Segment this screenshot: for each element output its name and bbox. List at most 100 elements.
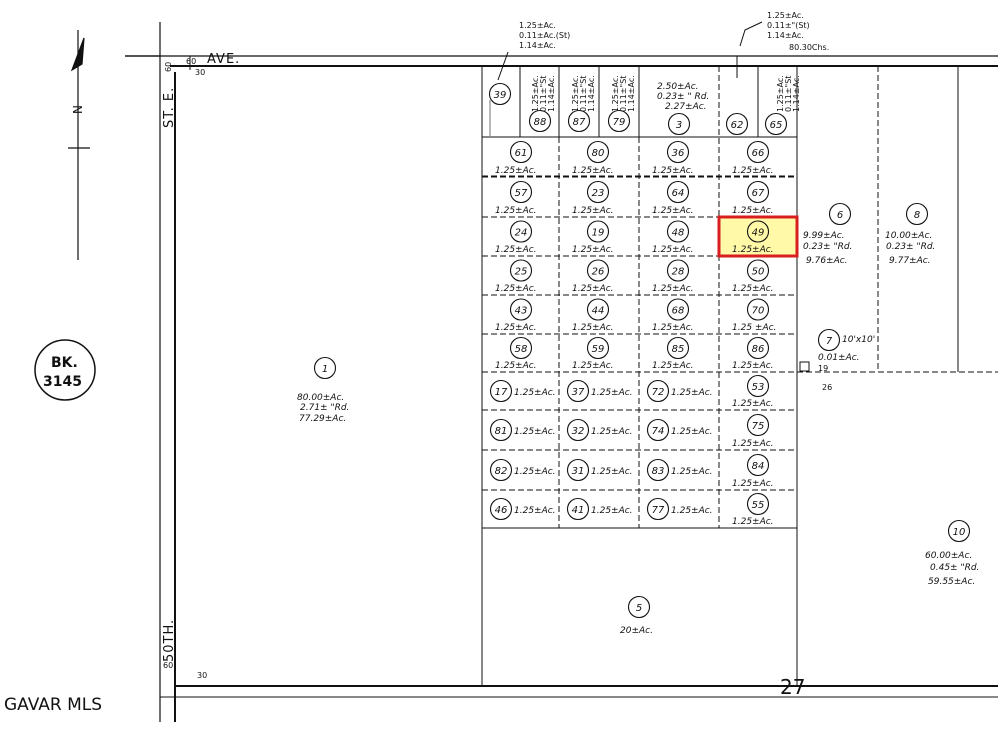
parcel-75-acres: 1.25±Ac. [732, 439, 774, 449]
parcel-74[interactable]: 74 [646, 418, 670, 442]
parcel-28[interactable]: 28 [666, 259, 690, 282]
svg-text:0.11±"(St): 0.11±"(St) [767, 21, 810, 30]
svg-text:26: 26 [592, 267, 605, 278]
watermark: GAVAR MLS [4, 695, 102, 715]
svg-text:37: 37 [572, 387, 585, 398]
svg-text:77: 77 [652, 505, 665, 516]
parcel-5[interactable]: 5 [627, 595, 651, 619]
parcel-44[interactable]: 44 [586, 298, 610, 321]
parcel-37[interactable]: 37 [566, 379, 590, 403]
parcel-43[interactable]: 43 [509, 298, 533, 321]
parcel-32[interactable]: 32 [566, 418, 590, 442]
parcel-61[interactable]: 61 [509, 140, 533, 164]
parcel-46[interactable]: 46 [489, 497, 513, 521]
svg-text:32: 32 [572, 426, 585, 437]
parcel-82[interactable]: 82 [489, 458, 513, 482]
parcel-boundaries [481, 66, 998, 686]
svg-text:5: 5 [636, 603, 642, 614]
parcel-25[interactable]: 25 [509, 259, 533, 282]
svg-text:1.25±Ac.: 1.25±Ac. [519, 21, 556, 30]
parcel-1[interactable]: 1 [313, 356, 337, 380]
parcel-62[interactable]: 62 [725, 112, 749, 136]
parcel-8[interactable]: 8 [905, 202, 929, 226]
parcel-87[interactable]: 87 [567, 109, 591, 133]
parcel-17-acres: 1.25±Ac. [514, 388, 556, 398]
parcel-82-acres: 1.25±Ac. [514, 467, 556, 477]
svg-text:64: 64 [672, 188, 685, 199]
parcel-66[interactable]: 66 [746, 140, 770, 164]
svg-text:31: 31 [572, 466, 585, 477]
parcel-48[interactable]: 48 [666, 220, 690, 243]
parcel-5-label: 20±Ac. [620, 626, 653, 636]
parcel-85[interactable]: 85 [666, 336, 690, 360]
svg-text:3: 3 [676, 120, 682, 131]
parcel-81-acres: 1.25±Ac. [514, 427, 556, 437]
parcel-58[interactable]: 58 [509, 336, 533, 360]
parcel-70[interactable]: 70 [746, 298, 770, 321]
parcel-86[interactable]: 86 [746, 336, 770, 360]
rot-note: 1.14±Ac. [627, 75, 636, 112]
parcel-75[interactable]: 75 [746, 413, 770, 437]
svg-text:1.25±Ac.: 1.25±Ac. [767, 11, 804, 20]
svg-text:82: 82 [495, 466, 508, 477]
parcel-72-acres: 1.25±Ac. [671, 388, 713, 398]
parcel-26[interactable]: 26 [586, 259, 610, 282]
parcel-36[interactable]: 36 [666, 140, 690, 164]
parcel-19[interactable]: 19 [586, 220, 610, 243]
parcel-81[interactable]: 81 [489, 418, 513, 442]
parcel-55[interactable]: 55 [746, 492, 770, 516]
parcel-66-acres: 1.25±Ac. [732, 166, 774, 176]
parcel-10-label: 60.00±Ac. 0.45± "Rd. 59.55±Ac. [925, 551, 979, 587]
parcel-67[interactable]: 67 [746, 180, 770, 204]
street-ave: AVE. [207, 52, 240, 67]
svg-text:57: 57 [515, 188, 528, 199]
parcel-3-road: 0.23± " Rd. [657, 92, 709, 102]
parcel-88[interactable]: 88 [528, 109, 552, 133]
svg-text:8: 8 [914, 210, 920, 221]
parcel-3[interactable]: 3 [667, 112, 691, 136]
parcel-49[interactable]: 49 [746, 220, 770, 243]
svg-text:86: 86 [752, 344, 765, 355]
parcel-77[interactable]: 77 [646, 497, 670, 521]
parcel-53[interactable]: 53 [746, 374, 770, 398]
parcel-23[interactable]: 23 [586, 180, 610, 204]
parcel-10[interactable]: 10 [947, 519, 971, 543]
svg-text:28: 28 [672, 267, 685, 278]
parcel-65[interactable]: 65 [764, 112, 788, 136]
parcel-57[interactable]: 57 [509, 180, 533, 204]
parcel-59[interactable]: 59 [586, 336, 610, 360]
parcel-85-acres: 1.25±Ac. [652, 361, 694, 371]
svg-text:85: 85 [672, 344, 685, 355]
parcel-17[interactable]: 17 [489, 379, 513, 403]
street-ext-dist: 30 [195, 68, 205, 77]
parcel-3-net: 2.27±Ac. [665, 102, 707, 112]
parcel-24[interactable]: 24 [509, 220, 533, 243]
parcel-6[interactable]: 6 [828, 202, 852, 226]
parcel-83-acres: 1.25±Ac. [671, 467, 713, 477]
parcel-7[interactable]: 7 [817, 328, 841, 352]
parcel-7-label: 10'x10' 0.01±Ac. 19 26 [818, 335, 875, 392]
highlighted-parcel[interactable] [717, 215, 799, 258]
svg-text:68: 68 [672, 306, 685, 317]
parcel-80[interactable]: 80 [586, 140, 610, 164]
section-number: 27 [780, 675, 805, 699]
parcel-86-acres: 1.25±Ac. [732, 361, 774, 371]
parcel-80-acres: 1.25±Ac. [572, 166, 614, 176]
parcel-32-acres: 1.25±Ac. [591, 427, 633, 437]
parcel-72[interactable]: 72 [646, 379, 670, 403]
parcel-83[interactable]: 83 [646, 458, 670, 482]
parcel-64[interactable]: 64 [666, 180, 690, 204]
svg-text:19: 19 [818, 364, 828, 373]
parcel-79[interactable]: 79 [607, 109, 631, 133]
parcel-68[interactable]: 68 [666, 298, 690, 321]
parcel-41[interactable]: 41 [566, 497, 590, 521]
parcel-84[interactable]: 84 [746, 453, 770, 477]
svg-text:24: 24 [515, 228, 528, 239]
parcel-50[interactable]: 50 [746, 259, 770, 282]
parcel-31-acres: 1.25±Ac. [591, 467, 633, 477]
svg-text:79: 79 [613, 117, 626, 128]
parcel-39[interactable]: 39 [488, 82, 512, 106]
svg-text:53: 53 [752, 382, 765, 393]
parcel-58-acres: 1.25±Ac. [495, 361, 537, 371]
parcel-31[interactable]: 31 [566, 458, 590, 482]
